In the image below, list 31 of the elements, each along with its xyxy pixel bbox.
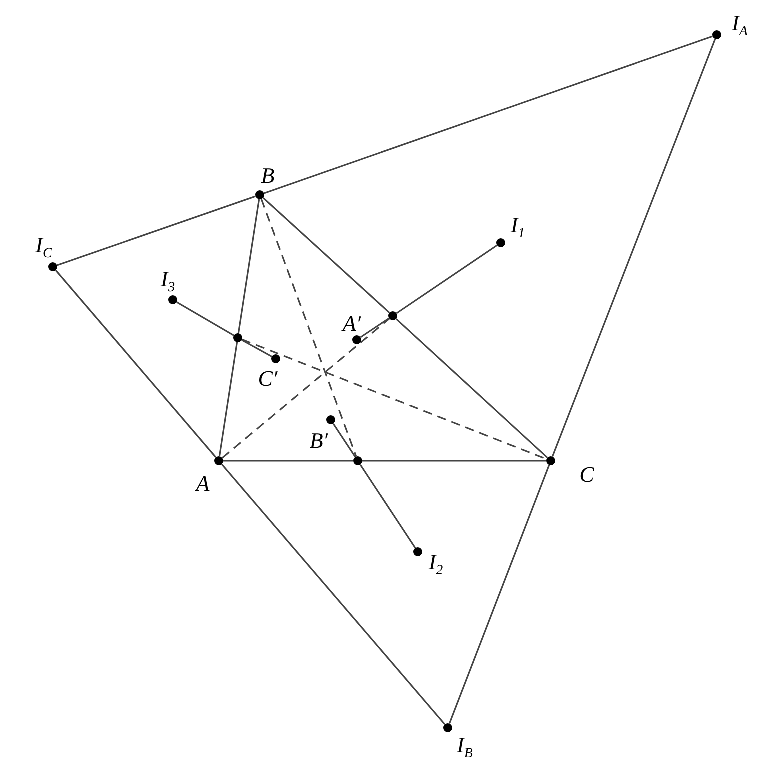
line-segment [396,318,548,459]
line-segment [396,244,498,314]
dashed-segment [222,318,390,459]
line-segment [224,460,354,462]
line-segment [552,38,716,458]
line-segment [360,318,390,338]
line-segment [360,464,416,549]
point-label: B′ [310,430,328,452]
line-segment [221,464,446,726]
line-segment [56,196,256,266]
point-label: A [196,473,210,495]
line-segment [55,270,217,458]
point-label: C′ [258,368,278,390]
dashed-segment [260,198,358,458]
point-label: A′ [342,313,362,335]
line-segment [362,460,546,462]
point-label: C [580,464,594,486]
point-label: I$_{A}$ [732,12,748,40]
line-segment [176,302,235,336]
point-label: I$_{3}$ [160,268,176,296]
line-segment [332,423,356,458]
point-label: I$_{C}$ [36,234,52,262]
line-segment [218,199,260,457]
line-segment [262,197,390,314]
point-label: I$_{2}$ [428,551,444,579]
point-label: B [261,165,275,187]
point-label: I$_{B}$ [457,734,473,762]
line-segment [264,36,714,194]
line-segment [448,464,550,724]
line-segment [242,339,272,358]
point-label: I$_{1}$ [510,214,526,242]
